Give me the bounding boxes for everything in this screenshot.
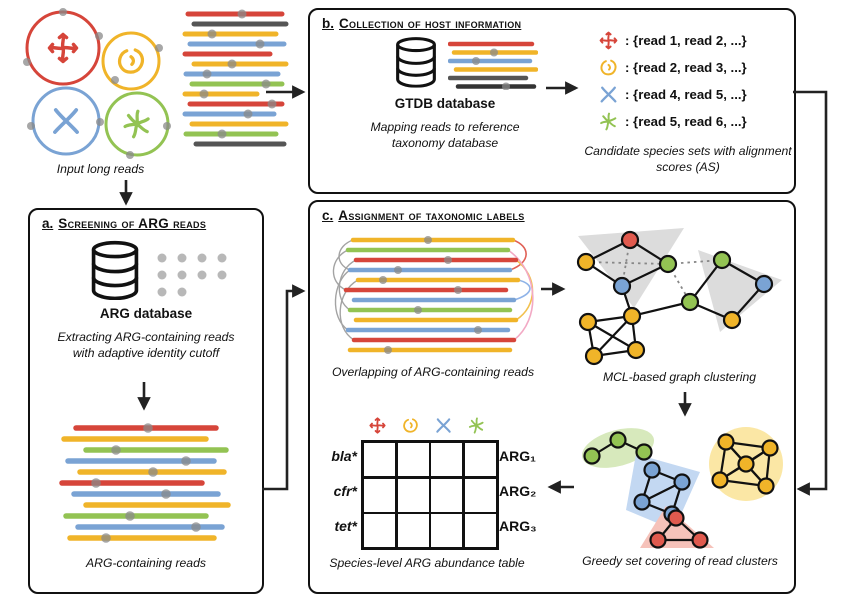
blue-species-icon <box>598 84 619 105</box>
gene-row-label: tet* <box>334 518 357 534</box>
gtdb-mapping-description: Mapping reads to reference taxonomy data… <box>370 120 520 150</box>
yellow-plasmid-icon <box>117 48 145 74</box>
panel-c-title-text: Assignment of taxonomic labels <box>338 208 525 223</box>
panel-c-title: c. Assignment of taxonomic labels <box>322 208 786 223</box>
arg-row-label: ARG₃ <box>499 518 537 534</box>
input-caption: Input long reads <box>56 162 145 176</box>
table-cell <box>364 443 396 476</box>
input-reads-stack-graphic <box>182 9 289 147</box>
green-species-icon <box>467 416 486 435</box>
arg-reads-caption: ARG-containing reads <box>86 556 206 570</box>
table-cell <box>464 478 496 512</box>
input-species-plasmids-graphic <box>23 8 171 159</box>
arg-extraction-description: Extracting ARG-containing reads with ada… <box>57 330 235 360</box>
candidate-set-text: : {read 2, read 3, ...} <box>625 60 747 75</box>
mcl-caption: MCL-based graph clustering <box>602 370 757 384</box>
candidate-set-row: : {read 5, read 6, ...} <box>598 111 747 132</box>
red-species-icon <box>598 30 619 51</box>
table-cell <box>431 514 463 547</box>
yellow-species-icon <box>598 57 619 78</box>
gtdb-reads-stack-graphic <box>448 41 538 90</box>
blue-plasmid-icon <box>53 108 79 134</box>
candidate-set-row: : {read 1, read 2, ...} <box>598 30 747 51</box>
blue-species-icon <box>434 416 453 435</box>
candidate-sets-caption: Candidate species sets with alignment sc… <box>584 144 792 174</box>
arrow-b-to-c <box>793 90 828 496</box>
gtdb-database-label: GTDB database <box>394 96 496 111</box>
red-species-icon <box>368 416 387 435</box>
panel-c-taxonomic-labels: c. Assignment of taxonomic labels <box>308 200 796 594</box>
panel-b-title: b. Collection of host information <box>322 16 786 31</box>
yellow-species-icon <box>401 416 420 435</box>
table-cell <box>397 514 429 547</box>
arg-database-icon <box>88 240 142 300</box>
red-plasmid-icon <box>47 32 79 64</box>
overlapping-reads-caption: Overlapping of ARG-containing reads <box>331 365 535 379</box>
table-cell <box>364 478 396 512</box>
greedy-caption: Greedy set covering of read clusters <box>582 554 778 568</box>
table-cell <box>464 514 496 547</box>
gene-row-label: cfr* <box>333 483 357 499</box>
candidate-set-row: : {read 2, read 3, ...} <box>598 57 747 78</box>
table-cell <box>431 443 463 476</box>
table-cell <box>397 478 429 512</box>
arg-database-label: ARG database <box>99 306 193 321</box>
greedy-covering-graphic <box>581 427 783 549</box>
db-entries-dots-graphic <box>157 253 227 297</box>
arg-row-label: ARG₁ <box>499 448 536 464</box>
panel-a-letter: a. <box>42 216 54 231</box>
green-plasmid-icon <box>123 109 150 139</box>
arg-row-label: ARG₂ <box>499 483 537 499</box>
green-species-icon <box>598 111 619 132</box>
abundance-table-caption: Species-level ARG abundance table <box>329 556 525 570</box>
arrow-a-to-c <box>262 284 306 491</box>
abundance-table-grid <box>361 440 499 550</box>
candidate-set-row: : {read 4, read 5, ...} <box>598 84 747 105</box>
arg-reads-stack-graphic <box>59 423 231 543</box>
panel-c-letter: c. <box>322 208 334 223</box>
mapped-read-dots <box>23 8 171 159</box>
candidate-set-text: : {read 5, read 6, ...} <box>625 114 747 129</box>
mcl-graph-graphic <box>576 228 782 366</box>
candidate-set-text: : {read 4, read 5, ...} <box>625 87 747 102</box>
table-cell <box>364 514 396 547</box>
table-cell <box>464 443 496 476</box>
table-cell <box>431 478 463 512</box>
gene-row-label: bla* <box>331 448 357 464</box>
panel-a-screening-arg-reads: a. Screening of ARG reads ARG database Ex… <box>28 208 264 594</box>
overlapping-reads-graphic <box>332 236 534 354</box>
abundance-table-group: bla* cfr* tet* ARG₁ ARG₂ ARG₃ Species-le… <box>325 414 545 584</box>
gtdb-database-icon <box>394 36 438 88</box>
panel-a-title-text: Screening of ARG reads <box>58 216 207 231</box>
candidate-set-text: : {read 1, read 2, ...} <box>625 33 747 48</box>
table-cell <box>397 443 429 476</box>
panel-b-letter: b. <box>322 16 334 31</box>
panel-a-title: a. Screening of ARG reads <box>42 216 254 231</box>
panel-b-host-information: b. Collection of host information GTDB da… <box>308 8 796 194</box>
panel-b-title-text: Collection of host information <box>339 16 522 31</box>
